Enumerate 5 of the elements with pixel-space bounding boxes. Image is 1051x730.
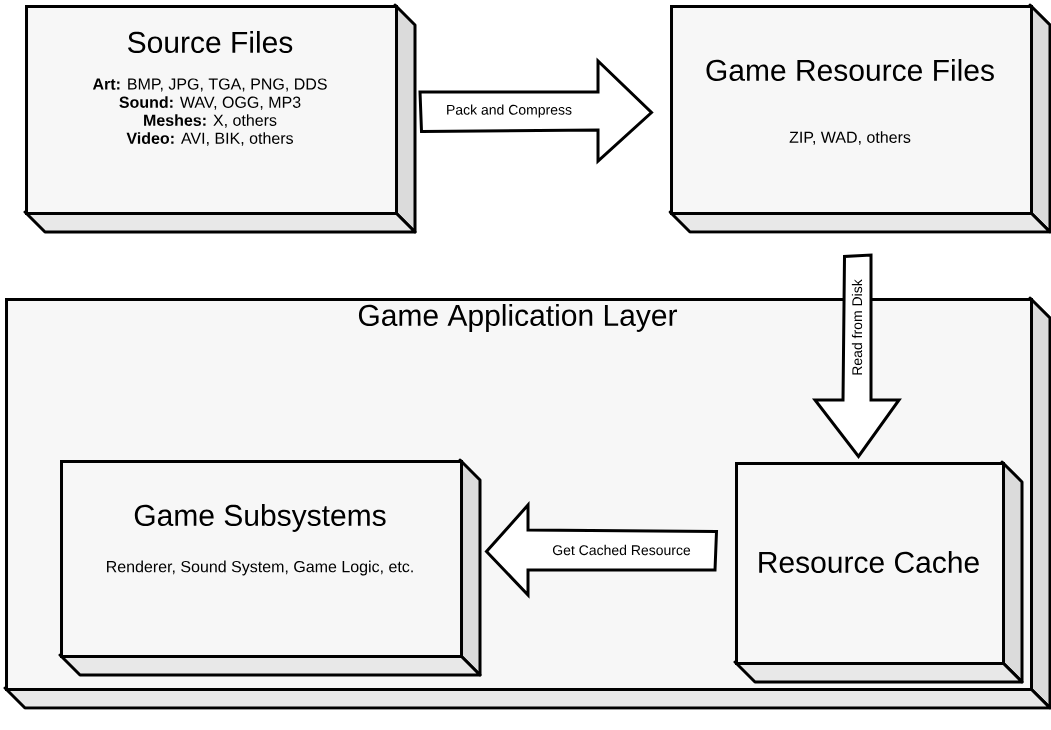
process-box: Game Subsystems Renderer, Sound System, Game Logic, etc. [58, 458, 482, 677]
edge-label: Pack and Compress [445, 103, 574, 119]
process-box: Source Files Art: BMP, JPG, TGA, PNG, DDS Sound: WAV, OGG, MP3 Meshes: X, others Video: AVI, BIK, others [23, 3, 417, 234]
process-box: Game Resource Files ZIP, WAD, others [668, 3, 1051, 234]
process-box: Resource Cache [733, 460, 1024, 684]
